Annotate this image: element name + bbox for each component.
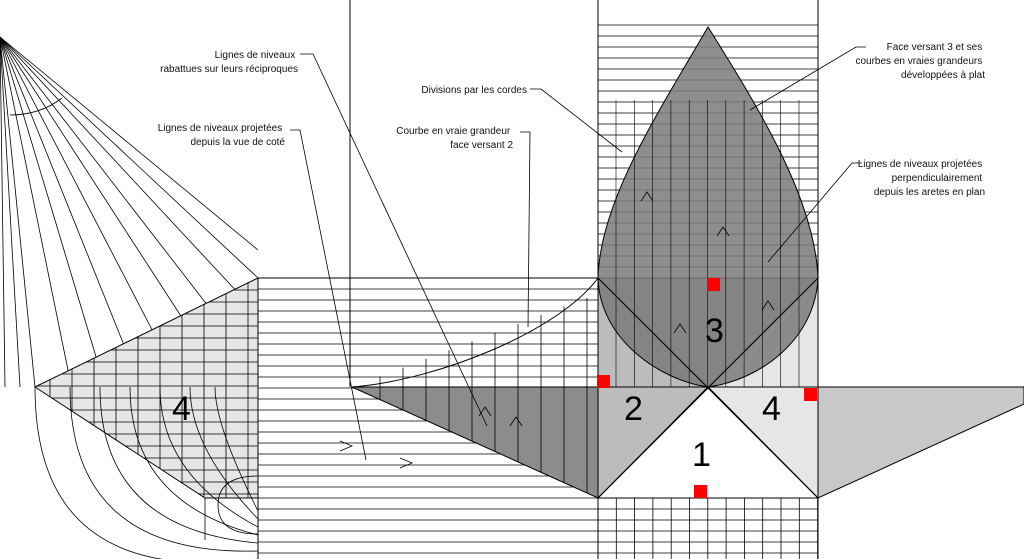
level-arc [69,386,259,552]
face-number-right-4: 4 [762,390,781,428]
fan-ray [0,36,36,388]
face-number-2: 2 [624,390,643,428]
level-arcs [34,386,259,559]
level-arc [159,386,259,528]
level-arc [189,386,259,520]
marker-face-3 [707,278,720,291]
fan-ray [0,36,241,296]
annotation-rabattues: Lignes de niveaux rabattues sur leurs ré… [160,50,298,75]
annotation-projetees-perp: Lignes de niveaux projetées perpendicula… [858,159,985,198]
fan-ray [0,36,259,251]
level-arc [214,386,259,512]
marker-face-2 [597,375,610,388]
inner-u-arc [217,475,259,535]
face-right-projection [817,386,1024,499]
fan-ray [0,36,259,279]
annotation-courbe: Courbe en vraie grandeur face versant 2 [396,126,513,151]
face-number-3: 3 [705,312,724,350]
face-4-left-grid [37,282,258,498]
direction-arrows [339,191,775,469]
fan-ray [0,36,101,371]
hip-line-b [597,277,819,499]
face-number-left-4: 4 [172,390,191,428]
annotation-divisions: Divisions par les cordes [421,85,527,96]
fan-angle-arc [9,97,63,116]
fan-ray [0,36,191,331]
level-arc [99,386,259,544]
annotation-face-3: Face versant 3 et ses courbes en vraies … [855,42,985,81]
fan-ray [0,36,71,381]
fan-ray [0,36,21,388]
level-arc [34,386,258,559]
level-arc [129,386,259,536]
marker-face-1 [694,485,707,498]
leader-lines [290,46,866,461]
annotation-projetees-cote: Lignes de niveaux projetées depuis la vu… [158,123,286,148]
true-size-curve-face-2 [351,277,599,388]
fan-ray [0,36,216,316]
fan-construction [0,36,259,388]
face-2-developed-fill [351,386,599,499]
fan-ray [0,36,131,361]
face-4-left-fill [33,277,259,499]
face-number-1: 1 [692,436,711,474]
fan-ray [0,36,161,346]
fan-ray [0,36,6,388]
marker-face-4-right [804,388,817,401]
